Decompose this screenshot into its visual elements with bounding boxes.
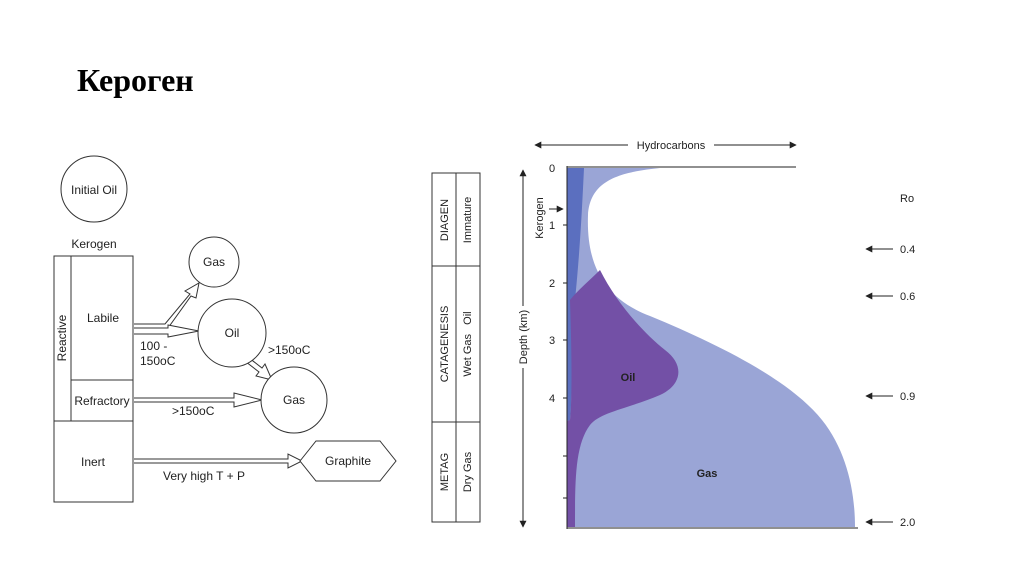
stage-immature: Immature xyxy=(462,197,474,243)
temp-range-line-1: 100 - xyxy=(140,339,167,353)
ro-value-1: 0.6 xyxy=(900,291,915,303)
depth-tick-3: 3 xyxy=(549,335,555,347)
hydrocarbons-label: Hydrocarbons xyxy=(637,140,706,152)
gas-bottom-circle xyxy=(260,366,328,434)
stage-diagen: DIAGEN xyxy=(439,199,451,241)
kerogen-label: Kerogen xyxy=(71,237,116,251)
slide-title: Кероген xyxy=(77,62,194,98)
gas-area-label: Gas xyxy=(697,468,718,480)
ro-value-3: 2.0 xyxy=(900,517,915,529)
depth-tick-4: 4 xyxy=(549,393,555,405)
oil-area-label: Oil xyxy=(621,372,636,384)
stage-wetgas-oil: Wet Gas Oil xyxy=(462,311,474,376)
inert-condition-label: Very high T + P xyxy=(163,469,245,483)
kerogen-axis-label: Kerogen xyxy=(534,197,546,239)
reactive-label: Reactive xyxy=(55,314,69,361)
gas-top-label: Gas xyxy=(203,255,225,269)
depth-label: Depth (km) xyxy=(518,310,530,364)
depth-tick-1: 1 xyxy=(549,220,555,232)
maturation-stages-column: DIAGEN Immature CATAGENESIS Wet Gas Oil … xyxy=(431,172,481,523)
temp-refractory-label: >150oC xyxy=(172,404,215,418)
kerogen-breakdown-diagram: Initial Oil Kerogen Reactive Labile Refr… xyxy=(53,155,397,503)
labile-to-gas-arrow xyxy=(134,282,200,329)
ro-value-2: 0.9 xyxy=(900,391,915,403)
ro-label: Ro xyxy=(900,193,914,205)
depth-tick-0: 0 xyxy=(549,163,555,175)
oil-area xyxy=(567,270,679,527)
refractory-label: Refractory xyxy=(74,394,129,408)
gas-bottom-label: Gas xyxy=(283,393,305,407)
gas-area xyxy=(567,168,855,527)
graphite-shape xyxy=(299,440,397,482)
labile-label: Labile xyxy=(87,311,119,325)
hydrocarbons-axis: Hydrocarbons xyxy=(534,140,797,152)
graphite-label: Graphite xyxy=(325,454,371,468)
stage-drygas: Dry Gas xyxy=(462,451,474,492)
gas-top-circle xyxy=(188,236,240,288)
ro-value-0: 0.4 xyxy=(900,244,915,256)
temp-range-line-2: 150oC xyxy=(140,354,176,368)
stage-catagenesis: CATAGENESIS xyxy=(439,306,451,383)
oil-label: Oil xyxy=(225,326,240,340)
depth-axis: Depth (km) Kerogen 0 1 2 3 4 xyxy=(517,163,564,528)
kerogen-box xyxy=(53,255,134,503)
inert-to-graphite-arrow xyxy=(134,453,304,469)
hydrocarbon-plot: Oil Gas xyxy=(563,166,858,529)
oil-circle xyxy=(197,298,267,368)
depth-tick-2: 2 xyxy=(549,278,555,290)
temp-oil-gas-label: >150oC xyxy=(268,343,311,357)
initial-oil-circle xyxy=(60,155,128,223)
stage-metag: METAG xyxy=(439,453,451,491)
ro-scale: Ro 0.4 0.6 0.9 2.0 xyxy=(865,193,915,529)
inert-label: Inert xyxy=(81,455,106,469)
initial-oil-label: Initial Oil xyxy=(71,183,117,197)
